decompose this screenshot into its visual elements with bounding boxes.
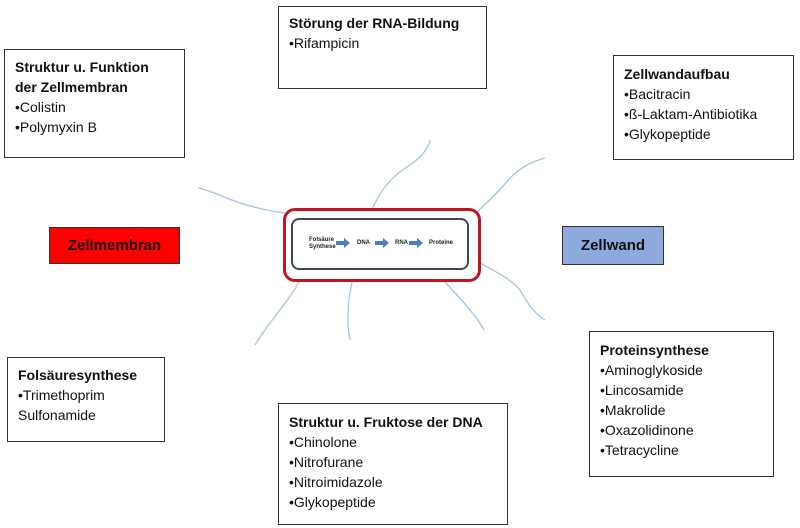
box-protein-item: Tetracycline <box>600 440 763 460</box>
box-membrane-function-item: Polymyxin B <box>15 117 174 137</box>
box-dna-item: Nitrofurane <box>289 452 497 472</box>
box-protein-synthesis: Proteinsynthese Aminoglykoside Lincosami… <box>589 331 774 477</box>
connector-bottom <box>347 281 353 341</box>
label-cell-membrane: Zellmembran <box>49 227 180 264</box>
box-rna-title: Störung der RNA-Bildung <box>289 15 460 31</box>
flow-step-dna: DNA <box>357 240 370 246</box>
connector-top-right <box>469 157 546 219</box>
connector-bottom-left <box>254 279 301 346</box>
flow-arrow-icon <box>375 238 389 248</box>
box-rna-item: Rifampicin <box>289 33 476 53</box>
connector-right <box>477 261 546 321</box>
box-membrane-function-item: Colistin <box>15 97 174 117</box>
box-dna-item: Chinolone <box>289 432 497 452</box>
flow-step-proteins: Proteine <box>429 240 454 246</box>
box-cellwall-item: ß-Laktam-Antibiotika <box>624 104 783 124</box>
box-dna-structure: Struktur u. Fruktose der DNA Chinolone N… <box>278 403 508 525</box>
box-cellwall-synthesis: Zellwandaufbau Bacitracin ß-Laktam-Antib… <box>613 55 794 160</box>
box-folate-item: Trimethoprim <box>18 385 154 405</box>
box-folate-synthesis: Folsäuresynthese Trimethoprim Sulfonamid… <box>7 357 165 442</box>
connector-left <box>197 187 286 214</box>
flow-step-rna: RNA <box>395 240 408 246</box>
flow-arrow-icon <box>409 238 423 248</box>
box-dna-item: Nitroimidazole <box>289 472 497 492</box>
connector-top <box>371 139 431 211</box>
flow-arrow-icon <box>336 238 350 248</box>
box-membrane-function: Struktur u. Funktion der Zellmembran Col… <box>4 49 185 158</box>
box-protein-item: Lincosamide <box>600 380 763 400</box>
box-membrane-function-title: Struktur u. Funktion der Zellmembran <box>15 59 149 95</box>
box-cellwall-title: Zellwandaufbau <box>624 66 730 82</box>
box-cellwall-item: Glykopeptide <box>624 124 783 144</box>
label-cell-membrane-text: Zellmembran <box>67 237 162 254</box>
box-protein-item: Oxazolidinone <box>600 420 763 440</box>
box-rna-formation: Störung der RNA-Bildung Rifampicin <box>278 6 487 89</box>
box-cellwall-item: Bacitracin <box>624 84 783 104</box>
box-folate-title: Folsäuresynthese <box>18 367 138 383</box>
box-dna-item: Glykopeptide <box>289 492 497 512</box>
label-cell-wall-text: Zellwand <box>580 237 646 254</box>
box-protein-item: Aminoglykoside <box>600 360 763 380</box>
label-cell-wall: Zellwand <box>562 226 664 265</box>
box-folate-item: Sulfonamide <box>18 407 96 423</box>
box-protein-title: Proteinsynthese <box>600 342 709 358</box>
box-protein-item: Makrolide <box>600 400 763 420</box>
flow-step-folate: Folsäure Synthese <box>309 237 336 250</box>
connector-bottom-right <box>444 281 485 331</box>
box-dna-title: Struktur u. Fruktose der DNA <box>289 414 483 430</box>
